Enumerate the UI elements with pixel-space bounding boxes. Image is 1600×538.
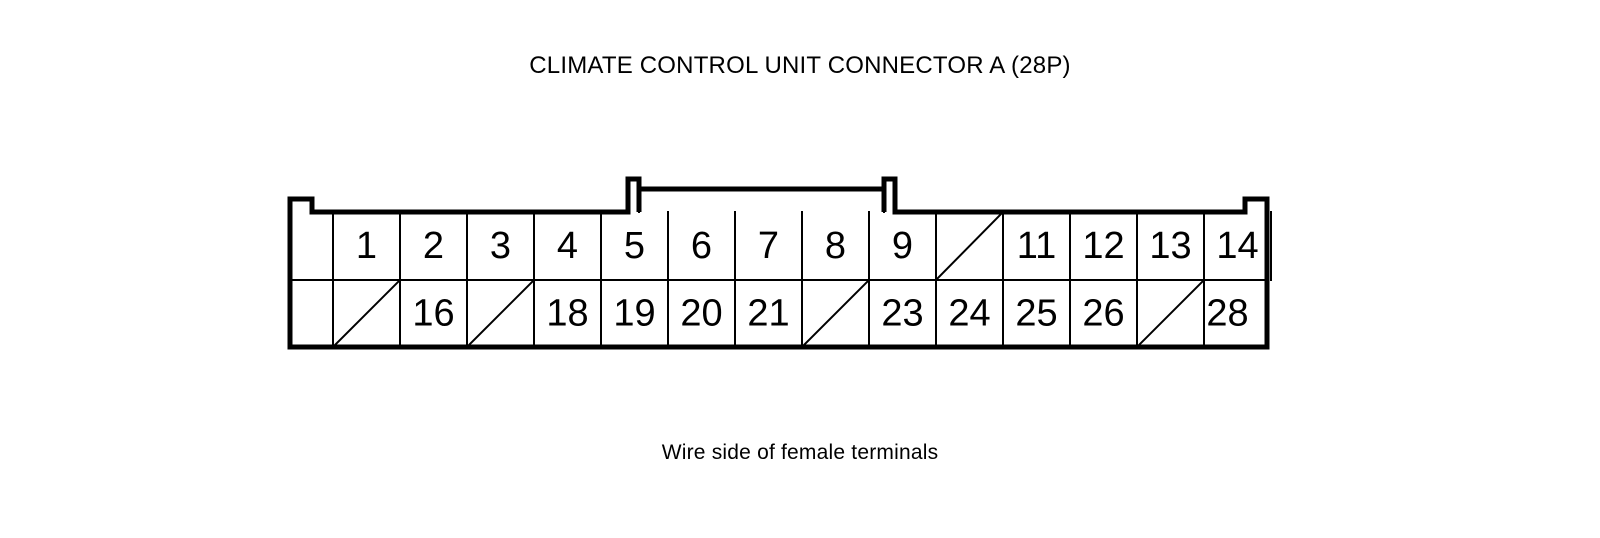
pin-number-label: 18 [546,293,588,335]
pin-cell [466,279,535,348]
pin-number-label: 11 [1017,225,1056,267]
pin-cell: 9 [892,211,937,281]
pin-number-label: 24 [948,293,990,335]
pin-cell: 12 [1082,211,1138,281]
pin-number-label: 25 [1015,293,1057,335]
pin-cell: 5 [624,211,669,281]
pin-cell: 4 [557,211,602,281]
pin-number-label: 16 [412,293,454,335]
pin-cell [935,211,1004,281]
pin-number-label: 12 [1082,225,1124,267]
pin-cell: 28 [1206,293,1248,335]
locking-tab-post-left [625,176,642,212]
pin-cell: 7 [758,211,803,281]
pin-number-label: 13 [1149,225,1191,267]
pin-number-label: 9 [892,225,913,267]
pin-cell: 2 [423,211,468,281]
pin-cell: 6 [691,211,736,281]
pin-cell: 26 [1082,279,1138,348]
pin-number-label: 2 [423,225,444,267]
pin-number-label: 4 [557,225,578,267]
pin-cell: 1 [356,211,401,281]
pin-cell: 11 [1017,211,1071,281]
connector-shell-top [287,196,1270,215]
page-title: CLIMATE CONTROL UNIT CONNECTOR A (28P) [529,52,1071,79]
unused-pin-slash [935,211,1004,281]
pin-cell [801,279,870,348]
pin-number-label: 8 [825,225,846,267]
pin-number-label: 28 [1206,293,1248,335]
locking-tab [625,176,898,213]
pin-cell: 14 [1216,211,1272,281]
pin-cell: 8 [825,211,870,281]
unused-pin-slash [466,279,535,348]
pin-cell [332,279,401,348]
pin-number-label: 3 [490,225,511,267]
pin-number-label: 23 [881,293,923,335]
pin-cell: 13 [1149,211,1205,281]
pin-number-label: 6 [691,225,712,267]
unused-pin-slash [1136,279,1205,348]
pin-number-label: 7 [758,225,779,267]
pin-cell: 24 [948,279,1004,348]
pin-number-label: 14 [1216,225,1258,267]
pin-cell: 20 [680,279,736,348]
pin-cell: 18 [546,279,602,348]
pin-number-label: 21 [747,293,789,335]
connector-row-bottom-row: 16 18 19 20 21 23 24 25 26 28 [332,279,1249,348]
pin-cell: 23 [881,279,937,348]
diagram-caption: Wire side of female terminals [661,441,939,464]
pin-number-label: 5 [624,225,645,267]
pin-number-label: 20 [680,293,722,335]
unused-pin-slash [332,279,401,348]
pin-cell: 21 [747,279,803,348]
locking-tab-post-right [881,176,898,212]
pin-number-label: 19 [613,293,655,335]
pin-cell: 19 [613,279,669,348]
pin-cell: 3 [490,211,535,281]
pin-number-label: 1 [356,225,377,267]
pin-number-label: 26 [1082,293,1124,335]
pin-cell [1136,279,1205,348]
pin-cell: 16 [412,279,468,348]
unused-pin-slash [801,279,870,348]
pin-cell: 25 [1015,279,1071,348]
